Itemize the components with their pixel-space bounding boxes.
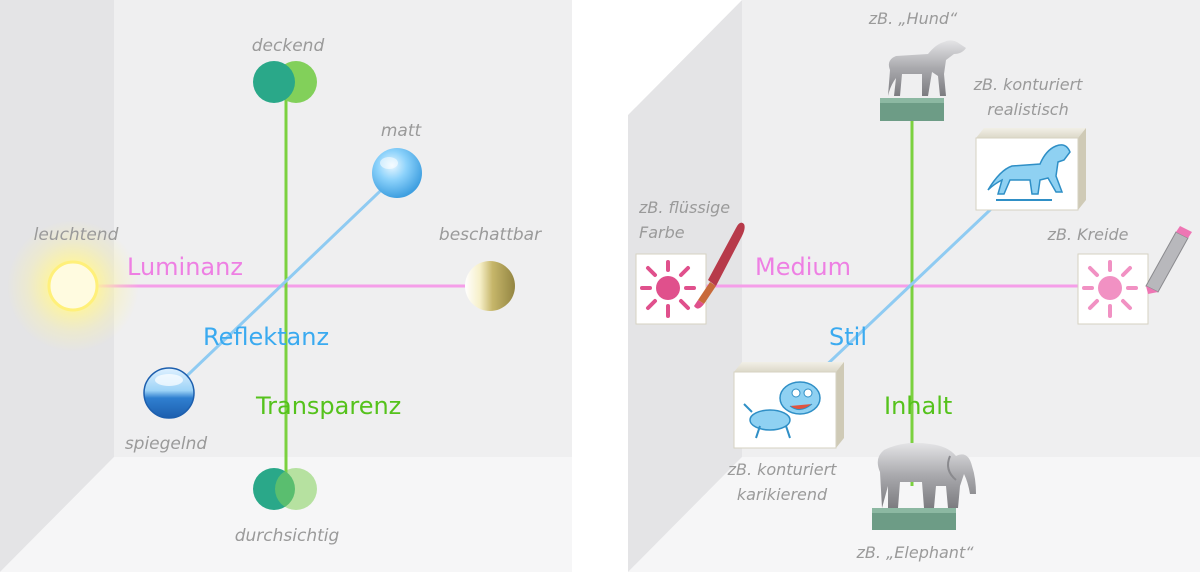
matte-ball-icon bbox=[372, 148, 422, 198]
pole-label-lower-left: spiegelnd bbox=[125, 434, 208, 454]
axis-label-medium: Medium bbox=[755, 253, 851, 281]
example-label-left-line2: Farbe bbox=[639, 223, 685, 242]
crayon-icon bbox=[1145, 226, 1192, 294]
realistic-dog-card bbox=[975, 128, 1086, 211]
mirror-ball-icon bbox=[143, 367, 195, 419]
cartoon-dog-card bbox=[733, 362, 844, 449]
paintbrush-icon bbox=[694, 222, 745, 309]
liquid-paint-card bbox=[635, 253, 707, 325]
axis-label-luminance: Luminanz bbox=[127, 253, 243, 281]
axis-label-transparency: Transparenz bbox=[255, 392, 401, 420]
pole-label-upper-right: matt bbox=[381, 121, 423, 141]
shaded-ball-icon bbox=[465, 261, 515, 311]
glowing-sun-icon bbox=[7, 220, 139, 352]
axis-label-reflectance: Reflektanz bbox=[203, 323, 329, 351]
example-label-top: zB. „Hund“ bbox=[868, 9, 958, 28]
left-cube-floor bbox=[0, 457, 572, 572]
pole-label-top: deckend bbox=[252, 36, 325, 56]
chalk-drawing-card bbox=[1077, 253, 1149, 325]
transparent-circles-icon bbox=[253, 468, 317, 510]
reflectance-axis-line bbox=[168, 172, 400, 394]
example-label-upper-right-line1: zB. konturiert bbox=[973, 75, 1084, 94]
example-label-lower-left-line1: zB. konturiert bbox=[727, 460, 838, 479]
example-label-left-line1: zB. flüssige bbox=[638, 198, 730, 217]
pole-label-left: leuchtend bbox=[34, 225, 119, 245]
example-label-lower-left-line2: karikierend bbox=[737, 485, 828, 504]
example-label-upper-right-line2: realistisch bbox=[987, 100, 1068, 119]
example-label-right: zB. Kreide bbox=[1047, 225, 1129, 244]
opaque-circles-icon bbox=[253, 61, 317, 103]
axis-label-content: Inhalt bbox=[884, 392, 952, 420]
dog-statue-icon bbox=[880, 40, 966, 121]
pole-label-bottom: durchsichtig bbox=[235, 526, 340, 546]
left-cube: deckend durchsichtig leuchtend beschattb… bbox=[0, 0, 572, 572]
pole-label-right: beschattbar bbox=[439, 225, 542, 245]
example-label-bottom: zB. „Elephant“ bbox=[855, 543, 974, 562]
right-cube: zB. „Hund“ zB. konturiert realistisch zB… bbox=[628, 0, 1200, 572]
elephant-statue-icon bbox=[872, 442, 976, 530]
axis-label-style: Stil bbox=[829, 323, 867, 351]
